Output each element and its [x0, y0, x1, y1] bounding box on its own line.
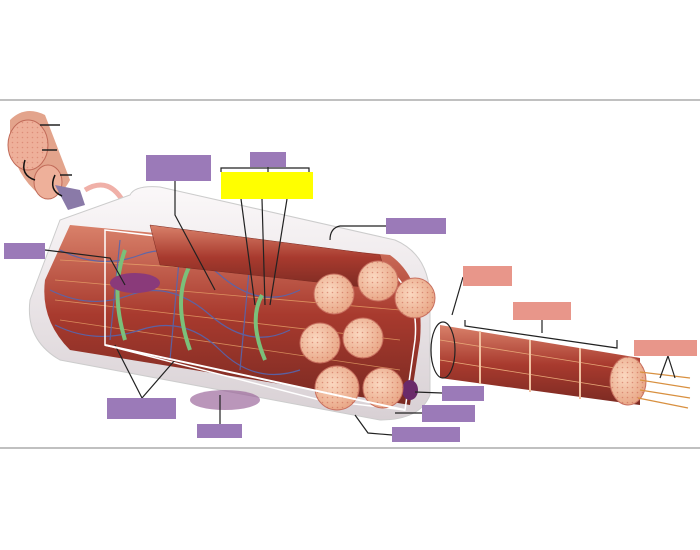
label-box-12[interactable]: [107, 398, 176, 419]
label-box-7[interactable]: [513, 302, 571, 320]
label-box-6[interactable]: [463, 266, 512, 286]
label-box-5[interactable]: [4, 243, 45, 259]
label-box-10[interactable]: [422, 405, 475, 422]
t-tubules: [115, 249, 267, 361]
label-box-8[interactable]: [634, 340, 697, 356]
label-box-9[interactable]: [442, 386, 484, 401]
label-box-2[interactable]: [250, 152, 286, 167]
leader-lines: [44, 167, 676, 436]
label-box-13[interactable]: [197, 424, 242, 438]
myofibril: [440, 325, 640, 405]
muscle-bundle-inset: [7, 111, 128, 210]
nucleus: [110, 273, 160, 293]
label-box-11[interactable]: [392, 427, 460, 442]
label-box-1[interactable]: [146, 155, 211, 181]
label-box-3-highlighted[interactable]: [221, 172, 313, 199]
label-box-4[interactable]: [386, 218, 446, 234]
